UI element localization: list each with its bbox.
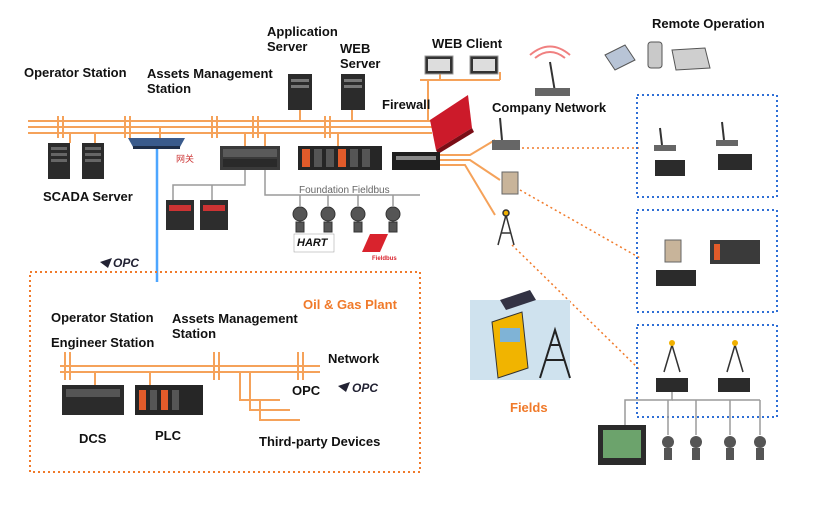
company-network-lines	[410, 139, 501, 216]
bus-tick-marks	[57, 116, 331, 138]
oil-gas-plant-label: Oil & Gas Plant	[303, 297, 397, 312]
scada-server-icon[interactable]	[48, 143, 104, 179]
foundation-fieldbus-lines	[172, 168, 420, 206]
gateway-device[interactable]	[128, 138, 185, 149]
plant-network-bus	[60, 352, 320, 421]
plant-opc-logo-label: OPC	[352, 381, 379, 395]
operator-station-label: Operator Station	[24, 65, 127, 80]
web-server-label: WEB Server	[340, 41, 381, 71]
firewall-label: Firewall	[382, 97, 431, 112]
assets-management-controller-icon[interactable]	[220, 146, 280, 170]
plant-opc-label: OPC	[292, 383, 321, 398]
foundation-fieldbus-label: Foundation Fieldbus	[299, 185, 390, 196]
company-network-label: Company Network	[492, 100, 607, 115]
fields-label: Fields	[510, 400, 548, 415]
remote-operation-label: Remote Operation	[652, 16, 765, 31]
remote-field-instrument-icons[interactable]	[662, 436, 766, 460]
io-module-icon[interactable]	[501, 171, 519, 195]
remote-site-3-devices[interactable]	[656, 340, 750, 392]
dcs-controller-icon[interactable]	[62, 385, 124, 415]
application-server-label: Application Server	[267, 24, 338, 54]
network-switch-icon[interactable]	[392, 152, 440, 170]
third-party-devices-label: Third-party Devices	[259, 434, 381, 449]
hart-label: HART	[297, 237, 328, 249]
remote-field-lines	[624, 392, 761, 435]
plant-operator-station-label: Operator Station	[51, 310, 154, 325]
gateway-mark-label: 网关	[176, 154, 195, 164]
access-point-icon[interactable]	[492, 117, 520, 150]
fieldbus-logo-label: Fieldbus	[372, 256, 397, 262]
web-client-icons[interactable]	[424, 55, 499, 75]
web-client-label: WEB Client	[432, 36, 503, 51]
plant-network-label: Network	[328, 351, 380, 366]
plc-controller-icon[interactable]	[135, 385, 203, 415]
remote-site-1-devices[interactable]	[654, 121, 752, 176]
web-server-icon[interactable]	[341, 74, 365, 110]
fieldbus-logo	[362, 234, 388, 252]
engineer-station-label: Engineer Station	[51, 335, 155, 350]
wireless-antenna-icon[interactable]	[529, 45, 571, 97]
application-server-icon[interactable]	[288, 74, 312, 110]
panel-instrument-icons[interactable]	[166, 200, 228, 230]
radio-tower-icon[interactable]	[497, 209, 515, 246]
opc-top-label: OPC	[113, 256, 140, 270]
oil-gas-plant-box	[29, 271, 421, 473]
bus-drop-lines	[69, 72, 501, 146]
top-network-bus	[28, 120, 432, 134]
firewall-icon[interactable]	[430, 95, 474, 154]
plc-label: PLC	[155, 428, 181, 443]
opc-logo-icon	[100, 258, 350, 392]
hmi-panel-icon[interactable]	[598, 425, 646, 465]
assets-management-station-label: Assets Management Station	[147, 66, 273, 96]
plant-assets-management-label: Assets Management Station	[172, 311, 298, 341]
remote-site-boxes	[636, 94, 778, 418]
dcs-label: DCS	[79, 431, 107, 446]
scada-server-label: SCADA Server	[43, 189, 133, 204]
fields-illustration	[470, 290, 571, 380]
field-transmitter-icons[interactable]	[292, 206, 401, 233]
remote-device-icons[interactable]	[604, 41, 711, 71]
remote-site-2-devices[interactable]	[656, 239, 760, 286]
io-rack-icon[interactable]	[298, 146, 382, 170]
hart-logo	[293, 233, 335, 253]
